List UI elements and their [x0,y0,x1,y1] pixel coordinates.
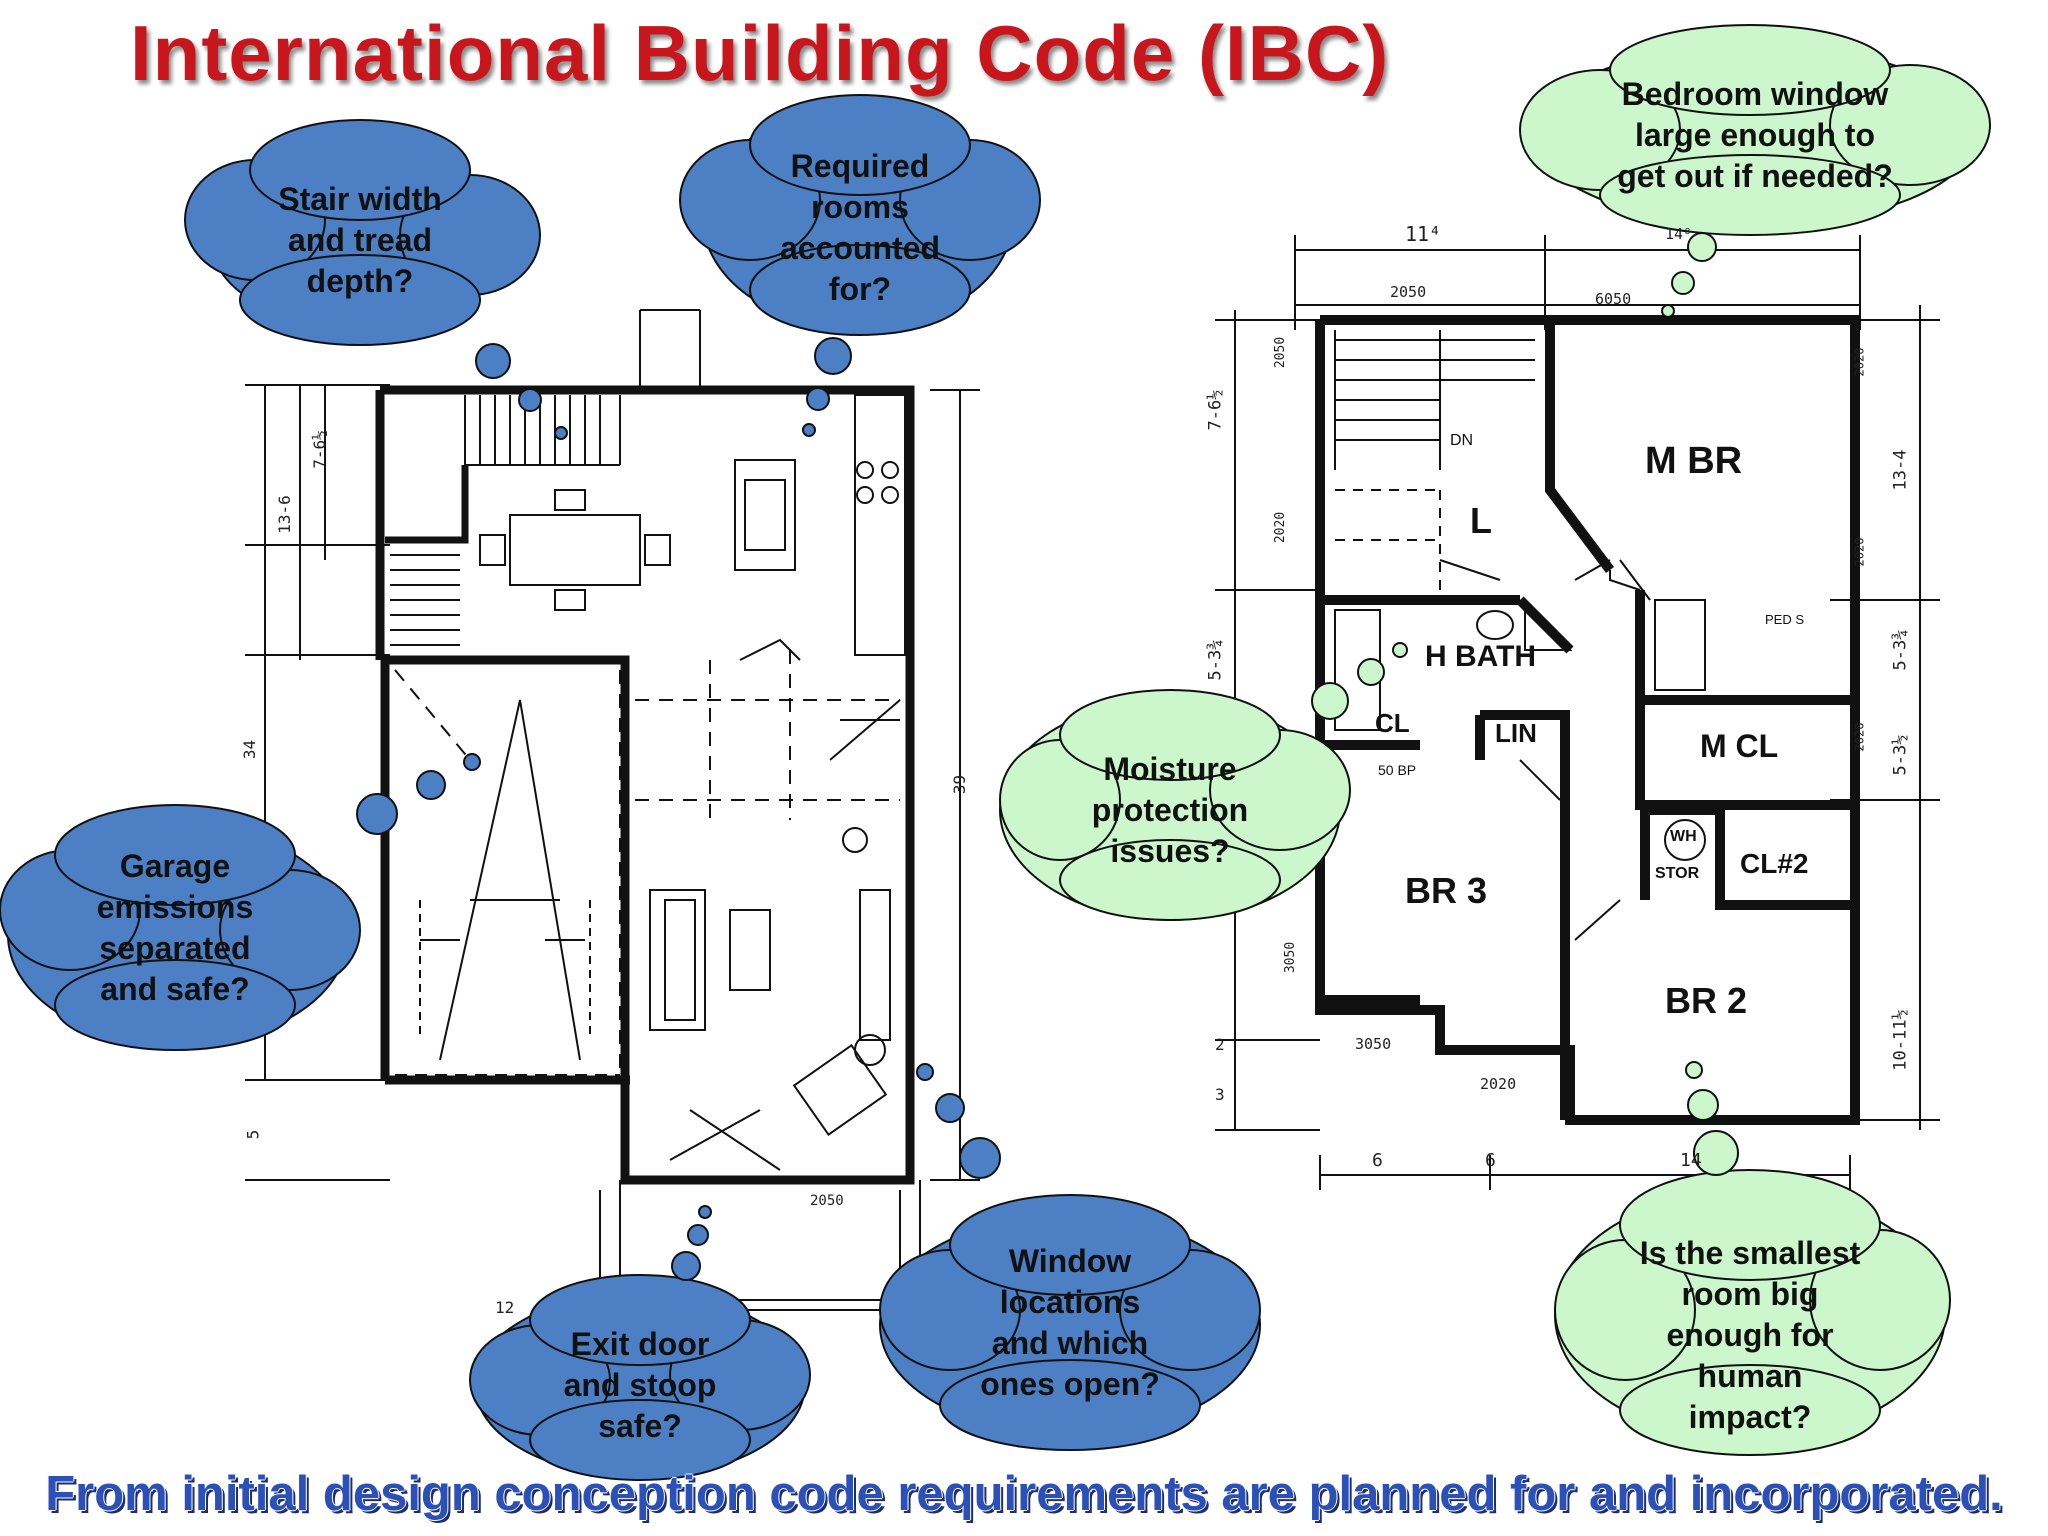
main-floor-plan [245,309,980,1320]
stair-bubble: Stair width and tread depth? [278,180,442,299]
dim-main-2050: 2050 [810,1193,844,1209]
dim-l-3050: 3050 [1283,941,1299,974]
window-bubble-shape [879,1063,1261,1451]
dim-l-2020: 2020 [1273,511,1289,544]
dim-bottom-6b: 6 [1485,1150,1496,1171]
main-floor-stair [390,395,621,646]
bedroom-bubble-shape [1519,24,1991,318]
moisture-bubble: Moisture protection issues? [1091,750,1249,869]
dining-table [479,489,671,611]
garage-bubble-shape [0,753,481,1051]
dim-window-2050: 2050 [1390,283,1427,301]
dim-main-136: 13-6 [274,495,294,534]
rooms-bubble-shape [679,94,1041,437]
room-label-mcl: M CL [1700,728,1779,764]
dim-r-532: 5-3½ [1890,734,1911,776]
dim-left-mid: 5-3¾ [1205,639,1226,681]
dim-window-6050: 6050 [1595,290,1632,308]
dim-main-5: 5 [243,1129,263,1140]
dim-left-bot: 3 [1215,1085,1225,1104]
room-label-dn: DN [1450,432,1474,449]
footer-caption: From initial design conception code requ… [45,1467,2003,1521]
room-label-bath: H BATH [1425,640,1537,673]
dim-window-2020: 2020 [1480,1075,1517,1093]
room-label-wh: WH [1670,828,1697,845]
bedroom-bubble: Bedroom window large enough to get out i… [1617,75,1893,194]
dim-main-12: 12 [495,1298,515,1317]
dim-main-34: 34 [240,739,260,760]
kitchen-counters [639,309,906,656]
upper-floor-plan [1215,235,1940,1190]
living-room-furniture [635,638,901,1171]
room-label-ped: PED S [1765,612,1805,627]
dim-top-right: 14⁸ [1665,225,1693,243]
garage-car [394,669,591,1061]
upper-floor-walls [1315,315,1860,1125]
room-label-cl2: CL#2 [1740,848,1809,879]
dim-bottom-6a: 6 [1372,1150,1383,1171]
stair-bubble-shape [184,119,568,440]
dim-r-134: 13-4 [1890,449,1911,491]
room-label-l: L [1470,500,1492,541]
dim-r-534: 5-3¾ [1890,629,1911,671]
room-label-lin: LIN [1495,718,1537,748]
room-label-cl: CL [1375,708,1410,738]
main-floor-walls [375,385,915,1185]
dim-left-low: 2 [1215,1035,1225,1054]
room-label-mbr: M BR [1645,440,1743,482]
dim-main-39: 39 [950,774,970,795]
rooms-bubble: Required rooms accounted for? [779,147,941,307]
garage-bubble: Garage emissions separated and safe? [96,847,254,1007]
blue-bubbles [0,94,1261,1481]
stair-wall [385,465,469,544]
room-label-bp: 50 BP [1378,762,1417,778]
room-label-br3: BR 3 [1405,870,1488,911]
dim-r-2020b: 2020 [1852,537,1867,567]
door-swings [1439,559,1621,941]
room-label-br2: BR 2 [1665,980,1748,1021]
dim-main-76: 7-6½ [309,430,329,469]
dim-left-top: 7-6½ [1205,389,1226,431]
dim-r-2020c: 2020 [1852,722,1867,752]
page-title: International Building Code (IBC) [130,9,1390,97]
upper-floor-stair [1334,330,1535,590]
smallest-room-bubble: Is the smallest room big enough for huma… [1639,1234,1861,1435]
dim-r-2020a: 2020 [1852,347,1867,377]
green-bubbles [999,24,1991,1456]
exit-bubble: Exit door and stoop safe? [563,1325,717,1444]
dim-window-3050: 3050 [1355,1035,1392,1053]
moisture-bubble-shape [999,642,1408,921]
exit-bubble-shape [469,1205,811,1481]
dim-top-overall: 11⁴ [1405,222,1442,246]
dim-r-1011: 10-11½ [1890,1009,1911,1071]
dim-l-2050: 2050 [1273,336,1289,369]
window-bubble: Window locations and which ones open? [980,1242,1160,1402]
room-label-stor: STOR [1655,865,1700,882]
dim-bottom-14: 14 [1680,1150,1702,1171]
main-floor-dimension-lines [245,384,980,1320]
smallest-room-bubble-shape [1554,1061,1951,1456]
